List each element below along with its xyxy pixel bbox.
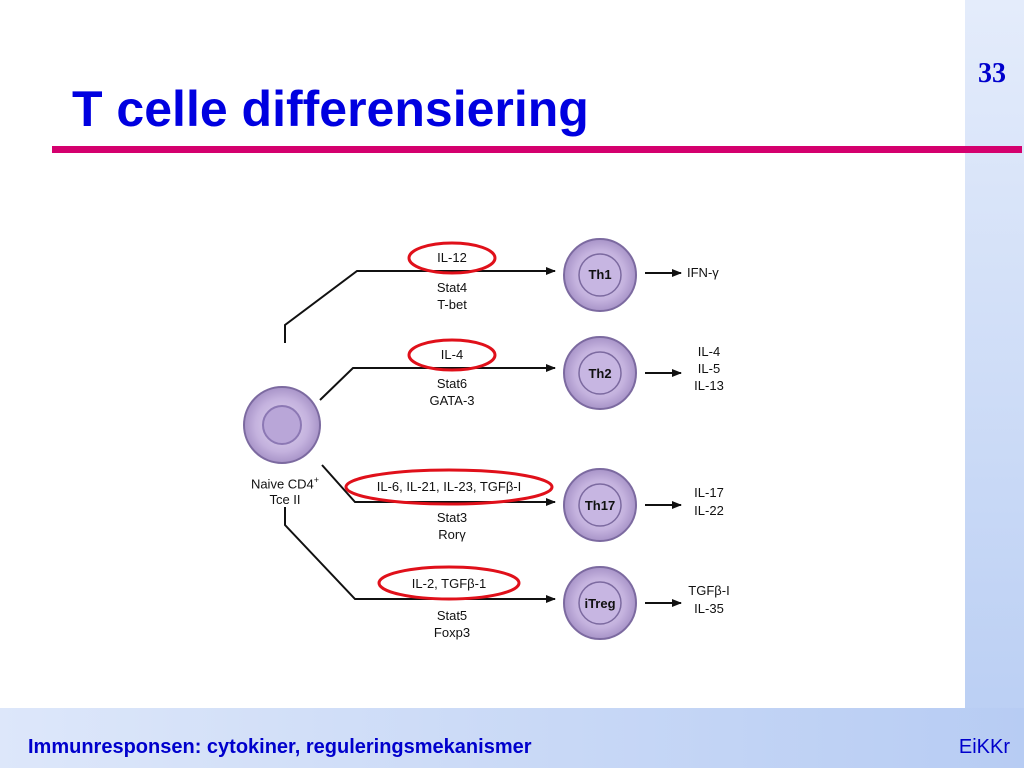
cell-label-itreg: iTreg [584,596,616,611]
output-th1-0: IFN-γ [687,265,719,280]
highlight-il12 [407,241,497,275]
right-decorative-band [965,0,1024,768]
inducer-th1: IL-12 [437,250,467,265]
tf2-th2: GATA-3 [429,393,475,408]
tf2-th17: Rorγ [438,527,466,542]
title-underline [52,146,1022,153]
output-th2-0: IL-4 [697,344,721,359]
naive-cell-line2: Tce II [269,492,301,508]
itreg-cell [563,566,637,640]
inducer-itreg: IL-2, TGFβ-1 [411,576,487,591]
tf1-th2: Stat6 [436,376,468,391]
cell-label-th1: Th1 [588,267,612,282]
naive-cd4-cell [243,386,321,464]
highlight-itreg-inducers [377,565,521,601]
diagram-lines [243,238,682,640]
cell-label-th17: Th17 [584,498,616,513]
output-th17-1: IL-22 [694,503,724,518]
inducer-th2: IL-4 [440,347,464,362]
footer-course-title: Immunresponsen: cytokiner, reguleringsme… [28,736,532,758]
output-itreg-1: IL-35 [694,601,724,616]
highlight-il4 [407,338,497,372]
tf1-itreg: Stat5 [436,608,468,623]
slide-number: 33 [978,58,1006,89]
th2-cell [563,336,637,410]
th17-cell [563,468,637,542]
output-itreg-0: TGFβ-I [688,583,730,598]
naive-cell-label: Naive CD4+ Tce II [230,472,340,508]
output-th2-1: IL-5 [697,361,721,376]
output-th17-0: IL-17 [694,485,724,500]
branch-line-th2 [319,364,556,401]
branch-line-th1 [284,267,556,343]
tf2-itreg: Foxp3 [433,625,471,640]
footer-author: EiKKr [958,736,1010,758]
output-th2-2: IL-13 [694,378,724,393]
tf1-th17: Stat3 [436,510,468,525]
inducer-th17: IL-6, IL-21, IL-23, TGFβ-I [376,479,522,494]
highlight-th17-inducers [344,468,554,506]
t-cell-differentiation-diagram: Naive CD4+ Tce II IL-12 Stat4 T-bet Th1 … [225,225,785,665]
th1-cell [563,238,637,312]
tf1-th1: Stat4 [436,280,468,295]
naive-cell-superscript: + [313,475,320,485]
cell-label-th2: Th2 [588,366,612,381]
tf2-th1: T-bet [437,297,467,312]
footer-band [0,708,1024,768]
naive-cell-line1: Naive CD4 [250,476,314,492]
slide-title: T celle differensiering [72,81,589,137]
